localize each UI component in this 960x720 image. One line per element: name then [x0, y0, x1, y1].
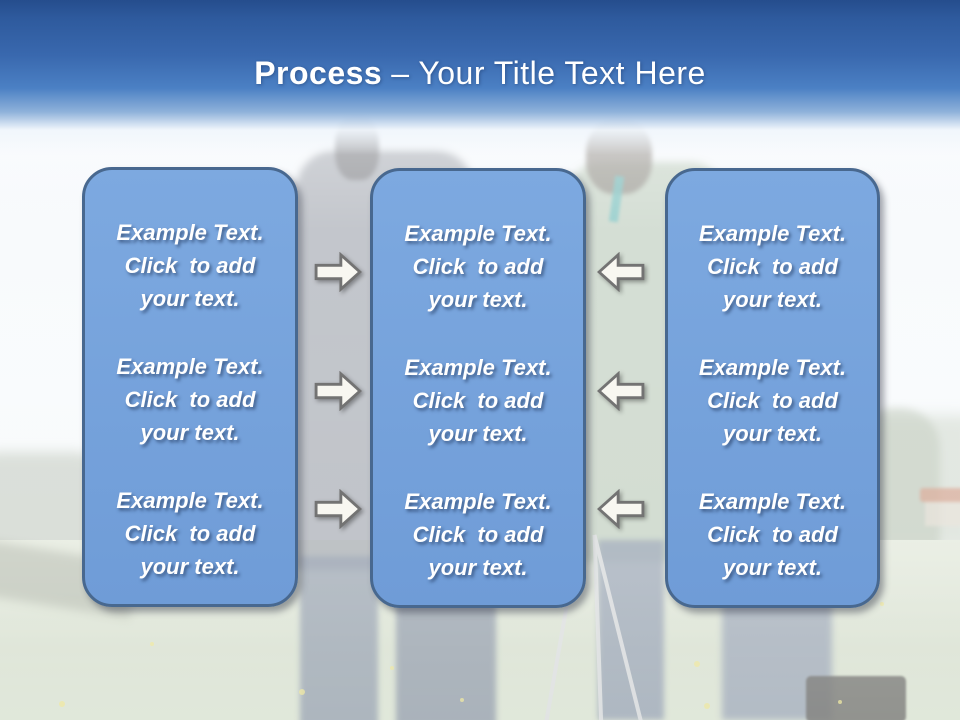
process-column-middle[interactable]: Example Text. Click to add your text. Ex… — [370, 168, 586, 608]
placeholder-line: Click to add — [707, 388, 838, 413]
header-band — [0, 0, 960, 155]
placeholder-line: your text. — [722, 421, 823, 446]
process-column-left[interactable]: Example Text. Click to add your text. Ex… — [82, 167, 298, 607]
placeholder-line: Example Text. — [404, 221, 552, 246]
placeholder-line: Example Text. — [116, 220, 264, 245]
placeholder-line: your text. — [140, 286, 240, 311]
title-rest: – Your Title Text Here — [391, 55, 706, 91]
placeholder-line: Click to add — [412, 254, 544, 279]
placeholder-line: Example Text. — [404, 355, 552, 380]
placeholder-line: Click to add — [124, 387, 256, 412]
placeholder-line: Example Text. — [404, 489, 552, 514]
placeholder-line: Example Text. — [116, 488, 264, 513]
placeholder-line: Example Text. — [698, 221, 847, 246]
placeholder-line: Example Text. — [698, 355, 847, 380]
arrow-right-icon — [314, 371, 362, 411]
placeholder-line: Click to add — [124, 253, 256, 278]
slide-title[interactable]: Process– Your Title Text Here — [0, 55, 960, 92]
text-placeholder[interactable]: Example Text. Click to add your text. — [91, 216, 289, 315]
placeholder-line: your text. — [722, 555, 823, 580]
arrow-left-icon — [597, 371, 645, 411]
placeholder-line: your text. — [428, 421, 528, 446]
text-placeholder[interactable]: Example Text. Click to add your text. — [91, 484, 289, 583]
text-placeholder[interactable]: Example Text. Click to add your text. — [379, 351, 577, 450]
text-placeholder[interactable]: Example Text. Click to add your text. — [674, 217, 871, 316]
arrow-right-icon — [314, 489, 362, 529]
placeholder-line: your text. — [140, 554, 240, 579]
text-placeholder[interactable]: Example Text. Click to add your text. — [379, 217, 577, 316]
placeholder-line: your text. — [722, 287, 823, 312]
text-placeholder[interactable]: Example Text. Click to add your text. — [91, 350, 289, 449]
placeholder-line: Click to add — [412, 522, 544, 547]
process-column-right[interactable]: Example Text. Click to add your text. Ex… — [665, 168, 880, 608]
title-keyword: Process — [254, 55, 383, 91]
placeholder-line: Click to add — [707, 522, 838, 547]
placeholder-line: Click to add — [124, 521, 256, 546]
placeholder-line: Example Text. — [116, 354, 264, 379]
placeholder-line: Click to add — [412, 388, 544, 413]
placeholder-line: Click to add — [707, 254, 838, 279]
placeholder-line: your text. — [140, 420, 240, 445]
arrow-left-icon — [597, 489, 645, 529]
text-placeholder[interactable]: Example Text. Click to add your text. — [674, 485, 871, 584]
placeholder-line: your text. — [428, 287, 528, 312]
text-placeholder[interactable]: Example Text. Click to add your text. — [379, 485, 577, 584]
arrow-right-icon — [314, 252, 362, 292]
placeholder-line: Example Text. — [698, 489, 847, 514]
placeholder-line: your text. — [428, 555, 528, 580]
arrow-left-icon — [597, 252, 645, 292]
text-placeholder[interactable]: Example Text. Click to add your text. — [674, 351, 871, 450]
